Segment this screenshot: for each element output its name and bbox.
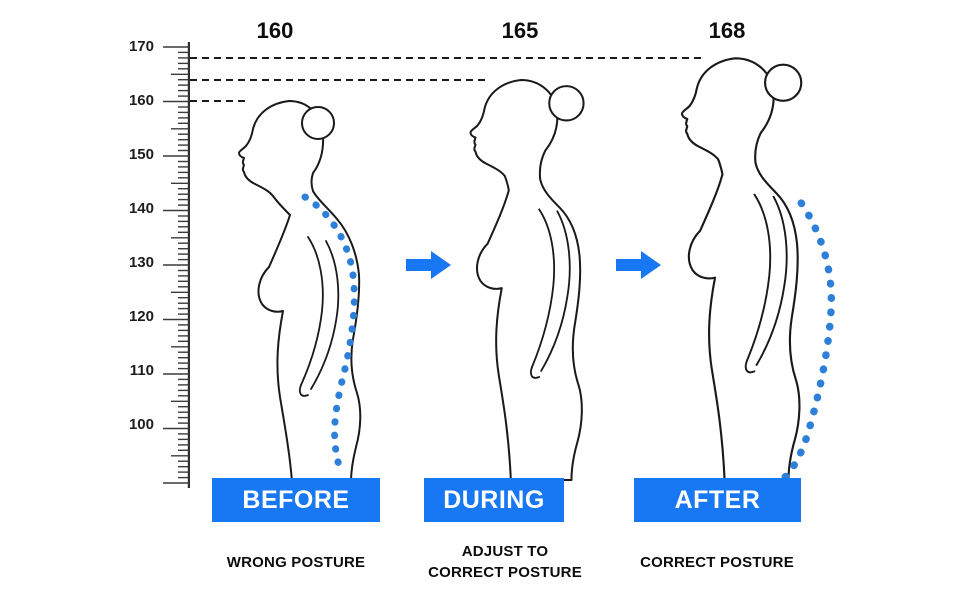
hand-line xyxy=(298,384,309,397)
arm-line xyxy=(755,195,788,366)
height-marker-after: 168 xyxy=(708,18,746,43)
hair-bun xyxy=(763,63,803,102)
hair-bun xyxy=(301,106,335,140)
ruler-label: 120 xyxy=(128,308,154,325)
hair-bun xyxy=(548,85,585,122)
body-outline xyxy=(238,100,362,483)
caption-line: CORRECT POSTURE xyxy=(640,554,794,571)
height-marker-during: 165 xyxy=(501,18,539,43)
ruler-label: 150 xyxy=(128,146,154,163)
caption-after: CORRECT POSTURE xyxy=(622,552,812,573)
caption-during: ADJUST TO CORRECT POSTURE xyxy=(420,541,590,583)
caption-line: CORRECT POSTURE xyxy=(428,564,582,581)
hand-line xyxy=(529,365,541,379)
figure-during xyxy=(469,79,585,482)
hand-line xyxy=(744,359,756,374)
arm-line xyxy=(300,236,324,386)
arm-line xyxy=(310,240,340,390)
stage-label-during: DURING xyxy=(424,478,564,522)
figure-before xyxy=(238,100,362,483)
spine-dots xyxy=(301,193,358,469)
arm-line xyxy=(745,193,772,362)
caption-before: WRONG POSTURE xyxy=(201,552,391,573)
height-marker-before: 160 xyxy=(256,18,294,43)
caption-line: WRONG POSTURE xyxy=(226,554,366,571)
caption-line: ADJUST TO xyxy=(461,543,549,560)
body-outline xyxy=(469,79,583,482)
stage-label-after: AFTER xyxy=(634,478,801,522)
stage-label-before: BEFORE xyxy=(212,478,380,522)
ruler-label: 160 xyxy=(128,92,154,109)
arm-line xyxy=(540,210,571,372)
arm-line xyxy=(531,208,556,368)
right-arrow-icon xyxy=(406,251,451,279)
ruler-label: 110 xyxy=(129,362,154,379)
right-arrow-icon xyxy=(616,251,661,279)
figure-after xyxy=(680,57,836,482)
ruler-tick-marks xyxy=(163,42,190,488)
ruler-label: 100 xyxy=(128,416,154,433)
body-outline xyxy=(680,57,801,482)
ruler-label: 170 xyxy=(128,38,154,55)
ruler-label: 140 xyxy=(128,200,154,217)
spine-dots xyxy=(780,199,836,482)
ruler-label: 130 xyxy=(128,254,154,271)
